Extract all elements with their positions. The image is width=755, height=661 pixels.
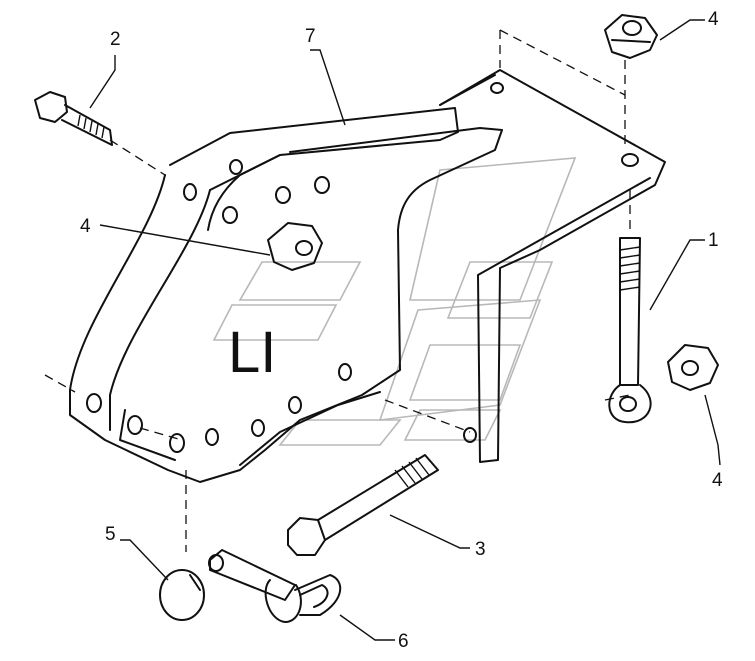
leader-lines bbox=[89, 19, 721, 641]
part-1-eye-bolt bbox=[608, 237, 652, 424]
part-4-nut-top bbox=[604, 14, 658, 59]
mounting-bracket bbox=[439, 69, 666, 463]
callout-6: 6 bbox=[398, 631, 409, 652]
watermark-text: LI bbox=[228, 320, 276, 385]
part-2-bolt bbox=[34, 91, 113, 146]
callout-2: 2 bbox=[110, 29, 121, 50]
callout-1: 1 bbox=[708, 230, 719, 251]
part-4-nut-right bbox=[667, 344, 719, 391]
watermark-logo bbox=[212, 157, 577, 446]
callout-5: 5 bbox=[105, 524, 116, 545]
part-7-side-plates bbox=[69, 107, 503, 483]
part-3-bolt bbox=[287, 454, 439, 556]
part-6-locking-pin bbox=[208, 549, 342, 623]
part-4-nut-mid bbox=[267, 222, 323, 271]
callout-7: 7 bbox=[305, 26, 316, 47]
assembly-dash-lines bbox=[44, 29, 631, 552]
callout-4-right: 4 bbox=[712, 470, 723, 491]
callout-4-mid: 4 bbox=[80, 216, 91, 237]
callout-3: 3 bbox=[475, 539, 486, 560]
part-5-snap-ring bbox=[159, 569, 205, 621]
callout-4-top: 4 bbox=[708, 9, 719, 30]
